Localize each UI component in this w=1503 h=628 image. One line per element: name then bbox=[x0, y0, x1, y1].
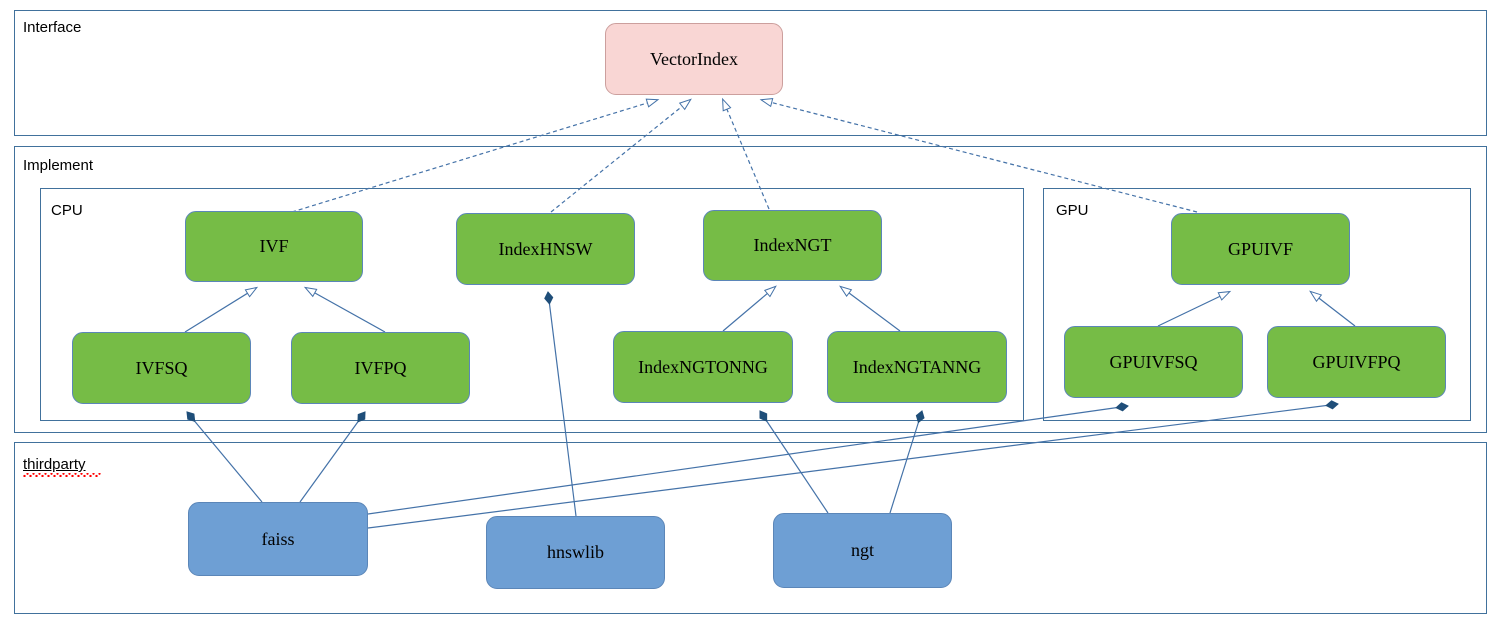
class-node-label: GPUIVF bbox=[1227, 238, 1293, 259]
class-node-label: IVFPQ bbox=[354, 357, 407, 378]
class-node-indexhnsw[interactable]: IndexHNSW bbox=[456, 213, 635, 285]
class-node-ivf[interactable]: IVF bbox=[185, 211, 363, 282]
class-node-vectorindex[interactable]: VectorIndex bbox=[605, 23, 783, 95]
class-node-label: IndexNGT bbox=[753, 235, 832, 255]
class-node-label: GPUIVFSQ bbox=[1109, 351, 1198, 372]
class-node-indexngt[interactable]: IndexNGT bbox=[703, 210, 882, 281]
class-node-ivfsq[interactable]: IVFSQ bbox=[72, 332, 251, 404]
panel-implement-label: Implement bbox=[23, 157, 94, 174]
class-node-label: IndexNGTANNG bbox=[852, 356, 982, 377]
class-node-label: IndexNGTONNG bbox=[638, 356, 768, 377]
class-node-gpuivfsq[interactable]: GPUIVFSQ bbox=[1064, 326, 1243, 398]
class-node-indexngtonng[interactable]: IndexNGTONNG bbox=[613, 331, 793, 403]
class-node-label: ngt bbox=[850, 540, 874, 560]
class-node-label: GPUIVFPQ bbox=[1312, 351, 1401, 372]
class-node-label: IVFSQ bbox=[135, 357, 188, 378]
class-node-indexngtanng[interactable]: IndexNGTANNG bbox=[827, 331, 1007, 403]
class-node-label: IVF bbox=[259, 236, 289, 256]
class-node-label: hnswlib bbox=[546, 542, 604, 562]
panel-cpu-label: CPU bbox=[51, 202, 83, 219]
class-node-ngt[interactable]: ngt bbox=[773, 513, 952, 588]
class-node-ivfpq[interactable]: IVFPQ bbox=[291, 332, 470, 404]
class-node-label: IndexHNSW bbox=[498, 238, 593, 259]
class-node-hnswlib[interactable]: hnswlib bbox=[486, 516, 665, 589]
panel-gpu-label: GPU bbox=[1056, 202, 1089, 219]
class-node-faiss[interactable]: faiss bbox=[188, 502, 368, 576]
class-node-gpuivf[interactable]: GPUIVF bbox=[1171, 213, 1350, 285]
panel-interface-label: Interface bbox=[23, 19, 82, 36]
class-node-gpuivfpq[interactable]: GPUIVFPQ bbox=[1267, 326, 1446, 398]
panel-thirdparty-label: thirdparty bbox=[23, 456, 86, 473]
class-node-label: faiss bbox=[261, 528, 295, 549]
class-node-label: VectorIndex bbox=[650, 48, 738, 69]
